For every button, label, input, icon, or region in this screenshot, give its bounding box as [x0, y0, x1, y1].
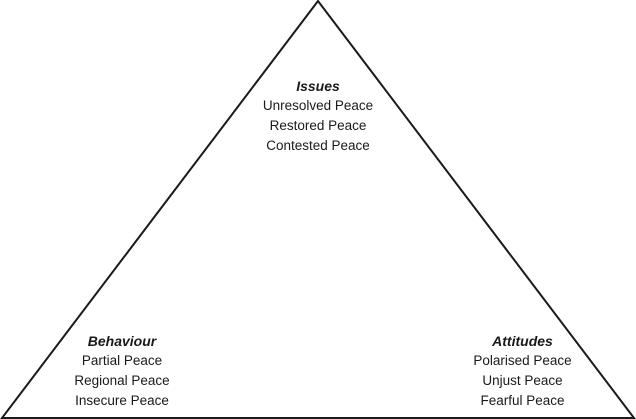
attitudes-item-polarised: Polarised Peace	[473, 353, 572, 368]
issues-item-restored: Restored Peace	[269, 118, 367, 133]
behaviour-item-partial: Partial Peace	[81, 353, 163, 368]
behaviour-heading: Behaviour	[87, 333, 157, 349]
issues-item-unresolved: Unresolved Peace	[262, 98, 374, 113]
issues-group: Issues Unresolved Peace Restored Peace C…	[258, 76, 378, 156]
attitudes-item-fearful: Fearful Peace	[480, 393, 565, 408]
behaviour-item-regional: Regional Peace	[74, 373, 170, 388]
behaviour-group: Behaviour Partial Peace Regional Peace I…	[58, 331, 186, 411]
behaviour-item-insecure: Insecure Peace	[75, 393, 169, 408]
issues-item-contested: Contested Peace	[266, 138, 370, 153]
attitudes-item-unjust: Unjust Peace	[482, 373, 563, 388]
attitudes-heading: Attitudes	[492, 333, 553, 349]
attitudes-group: Attitudes Polarised Peace Unjust Peace F…	[460, 331, 585, 411]
issues-heading: Issues	[296, 78, 340, 94]
